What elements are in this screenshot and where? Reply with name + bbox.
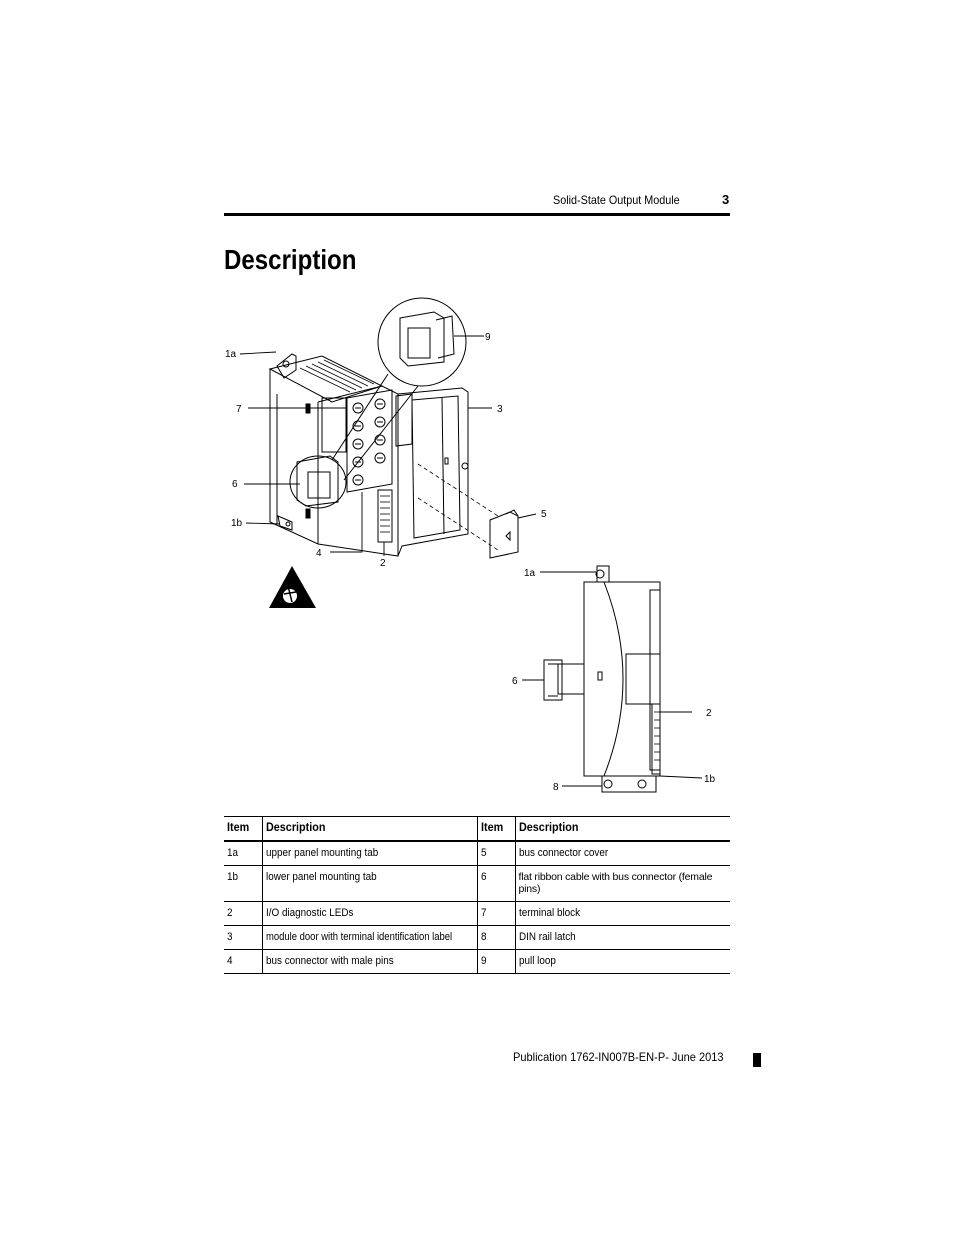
side-callout-6: 6 (512, 676, 518, 687)
item-cell: 8 (477, 925, 516, 950)
description-cell: pull loop (518, 955, 556, 967)
callout-1b: 1b (231, 518, 243, 529)
callout-4: 4 (316, 548, 322, 559)
side-callout-1b: 1b (704, 774, 716, 785)
description-cell: upper panel mounting tab (262, 841, 478, 866)
table-header-row: Item Description Item Description (224, 816, 730, 841)
description-cell: DIN rail latch (518, 931, 576, 943)
table-row: 2 I/O diagnostic LEDs 7 terminal block (224, 901, 730, 926)
publication-info: Publication 1762-IN007B-EN-P- June 2013 (513, 1050, 724, 1064)
item-cell: 6 (477, 865, 516, 902)
table-row: 3 module door with terminal identificati… (224, 925, 730, 950)
description-cell: I/O diagnostic LEDs (262, 901, 478, 926)
description-table: Item Description Item Description 1a upp… (224, 816, 730, 974)
table-row: 1a upper panel mounting tab 5 bus connec… (224, 841, 730, 866)
item-cell: 7 (477, 901, 516, 926)
side-callout-8: 8 (553, 782, 559, 793)
table-header-item: Item (224, 816, 263, 841)
callout-7: 7 (236, 404, 242, 415)
description-cell: lower panel mounting tab (262, 865, 478, 902)
table-row: 4 bus connector with male pins 9 pull lo… (224, 949, 730, 974)
item-cell: 4 (224, 949, 263, 974)
module-illustration: 1a 7 6 1b 4 2 9 3 5 1a 6 2 8 1b (225, 297, 716, 793)
description-cell: terminal block (518, 907, 580, 919)
callout-6: 6 (232, 479, 238, 490)
table-header-item: Item (477, 816, 516, 841)
esd-warning-icon (269, 566, 316, 608)
callout-3: 3 (497, 404, 503, 415)
item-cell: 5 (477, 841, 516, 866)
callout-2: 2 (380, 558, 386, 569)
item-cell: 2 (224, 901, 263, 926)
header-divider (224, 213, 730, 216)
table-header-description: Description (262, 816, 478, 841)
section-heading: Description (224, 244, 357, 275)
item-cell: 9 (477, 949, 516, 974)
side-callout-2: 2 (706, 708, 712, 719)
description-cell: flat ribbon cable with bus connector (fe… (518, 871, 713, 895)
item-cell: 3 (224, 925, 263, 950)
callout-5: 5 (541, 509, 547, 520)
table-row: 1b lower panel mounting tab 6 flat ribbo… (224, 865, 730, 902)
header-title: Solid-State Output Module (553, 193, 680, 207)
page-edge-marker (753, 1053, 761, 1067)
description-cell: bus connector cover (518, 847, 608, 859)
description-cell: bus connector with male pins (262, 949, 478, 974)
callout-9: 9 (485, 332, 491, 343)
description-cell: module door with terminal identification… (262, 925, 478, 950)
callout-1a: 1a (225, 349, 237, 360)
item-cell: 1a (224, 841, 263, 866)
side-callout-1a: 1a (524, 568, 536, 579)
item-cell: 1b (224, 865, 263, 902)
table-header-description: Description (518, 820, 578, 834)
page-number: 3 (722, 192, 730, 207)
